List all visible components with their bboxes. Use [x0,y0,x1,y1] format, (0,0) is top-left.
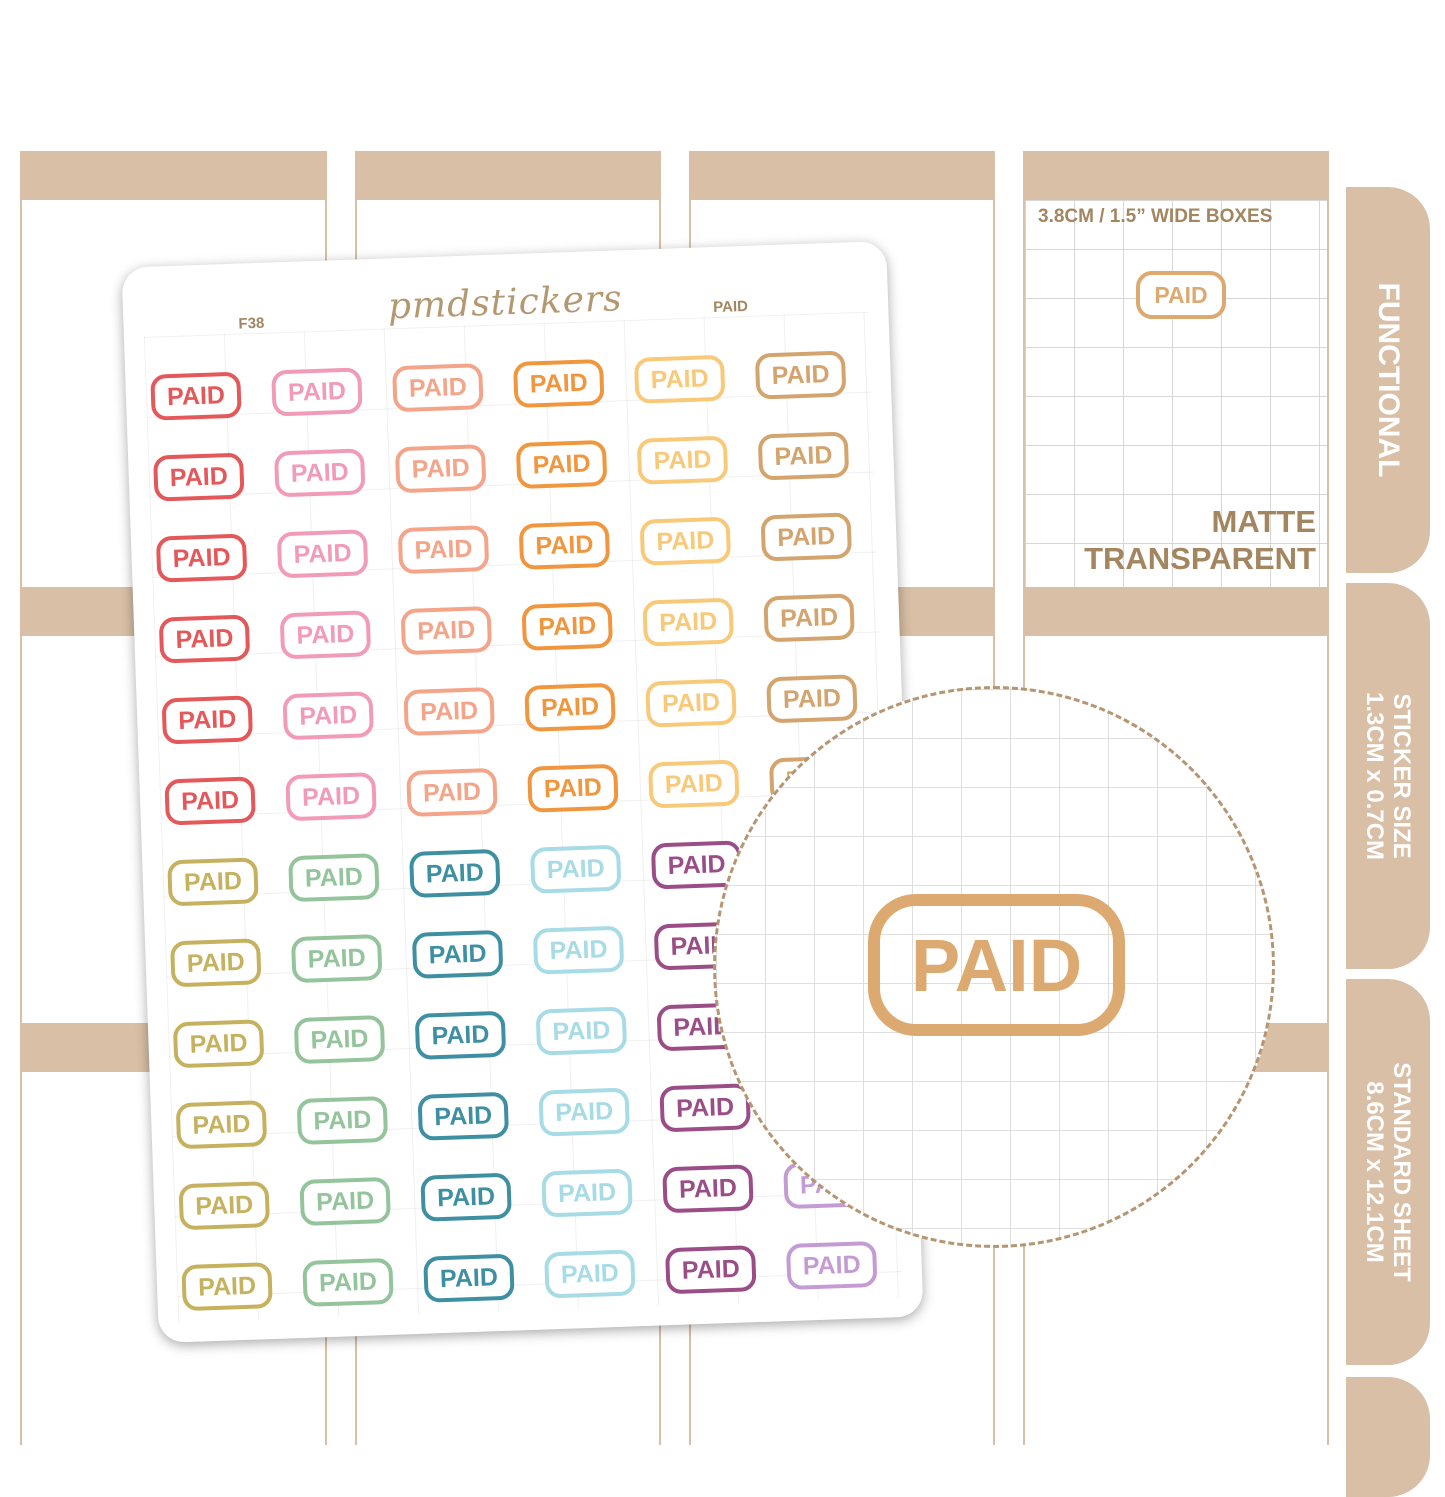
paid-sticker: PAID [538,1087,630,1137]
paid-sticker: PAID [529,844,622,894]
paid-sticker: PAID [766,674,858,724]
sticker-size-title: STICKER SIZE [1388,693,1415,859]
paid-sticker: PAID [153,452,245,502]
tab-standard-sheet-label: STANDARD SHEET 8.6CM x 12.1CM [1361,1062,1415,1282]
sample-grid-box [1025,200,1327,587]
paid-sticker: PAID [639,516,732,566]
paid-sticker: PAID [155,533,248,583]
paid-sticker: PAID [662,1164,754,1214]
paid-sticker: PAID [541,1168,633,1218]
paid-sticker: PAID [423,1253,515,1303]
tab-functional[interactable]: FUNCTIONAL [1346,187,1430,573]
sheet-name: PAID [712,297,749,317]
sticker-size-value: 1.3CM x 0.7CM [1361,691,1388,861]
paid-sticker: PAID [532,925,625,975]
paid-sticker: PAID [535,1006,628,1056]
paid-sticker: PAID [659,1083,751,1133]
planner-header-col-3 [689,151,995,200]
sheet-code: F38 [238,314,265,333]
planner-row-separator [1023,587,1329,636]
paid-sticker: PAID [397,525,490,575]
planner-col-line [20,200,22,1445]
paid-sticker: PAID [645,678,737,728]
paid-sticker: PAID [527,763,619,813]
paid-sticker: PAID [158,614,251,664]
paid-sticker: PAID [420,1172,512,1222]
paid-sticker: PAID [271,367,363,417]
sticker-grid: PAID PAID PAID PAID PAID PAID PAID PAID PAID PAID… [121,241,886,1312]
paid-sticker: PAID [169,938,262,988]
zoom-circle: PAID [713,686,1275,1248]
paid-sticker: PAID [299,1176,391,1226]
sample-paid-sticker: PAID [1136,271,1226,319]
paid-sticker: PAID [279,610,372,660]
standard-sheet-value: 8.6CM x 12.1CM [1361,1081,1388,1263]
paid-sticker: PAID [754,350,847,400]
planner-header-col-1 [20,151,327,200]
paid-sticker: PAID [642,597,734,647]
paid-sticker: PAID [544,1249,636,1299]
paid-sticker: PAID [785,1240,878,1291]
finish-line-1: MATTE [1211,504,1316,539]
paid-sticker: PAID [403,686,495,737]
paid-sticker: PAID [665,1245,757,1295]
paid-sticker: PAID [276,529,369,579]
paid-sticker: PAID [392,363,484,413]
standard-sheet-title: STANDARD SHEET [1388,1062,1415,1282]
paid-sticker: PAID [293,1014,386,1065]
paid-sticker: PAID [175,1100,268,1150]
paid-sticker: PAID [172,1019,265,1069]
paid-sticker: PAID [290,934,383,984]
paid-sticker: PAID [164,776,256,826]
paid-sticker: PAID [161,695,254,745]
planner-header-col-2 [355,151,661,200]
paid-sticker: PAID [302,1257,394,1307]
paid-sticker: PAID [150,371,242,421]
tab-sticker-size[interactable]: STICKER SIZE 1.3CM x 0.7CM [1346,583,1430,969]
paid-sticker: PAID [760,512,853,562]
paid-sticker: PAID [288,853,380,903]
zoomed-paid-sticker: PAID [868,894,1125,1036]
paid-sticker: PAID [633,354,726,404]
paid-sticker: PAID [521,601,614,651]
tab-partial[interactable] [1346,1377,1430,1497]
box-width-label: 3.8CM / 1.5” WIDE BOXES [1038,206,1273,227]
paid-sticker: PAID [515,439,608,489]
paid-sticker: PAID [417,1091,510,1141]
tab-functional-label: FUNCTIONAL [1372,282,1405,478]
paid-sticker: PAID [763,593,855,643]
paid-sticker: PAID [273,448,366,498]
paid-sticker: PAID [636,435,729,485]
finish-label: MATTE TRANSPARENT [1084,503,1316,577]
planner-header-col-4 [1023,151,1329,200]
tab-standard-sheet[interactable]: STANDARD SHEET 8.6CM x 12.1CM [1346,979,1430,1365]
paid-sticker: PAID [181,1262,273,1312]
paid-sticker: PAID [394,444,487,494]
paid-sticker: PAID [414,1010,507,1060]
paid-sticker: PAID [296,1095,389,1146]
paid-sticker: PAID [282,691,374,741]
brand-logo: pmdstickers [387,278,624,328]
paid-sticker: PAID [757,431,850,481]
paid-sticker: PAID [178,1181,271,1231]
paid-sticker: PAID [518,520,611,570]
planner-col-line [1327,200,1329,1445]
paid-sticker: PAID [512,358,605,409]
paid-sticker: PAID [648,759,740,809]
paid-sticker: PAID [285,772,377,822]
tab-sticker-size-label: STICKER SIZE 1.3CM x 0.7CM [1361,692,1415,860]
paid-sticker: PAID [167,857,259,907]
paid-sticker: PAID [400,606,493,656]
paid-sticker: PAID [406,767,498,818]
paid-sticker: PAID [524,682,616,732]
paid-sticker: PAID [409,848,501,898]
paid-sticker: PAID [411,929,504,979]
finish-line-2: TRANSPARENT [1084,541,1316,576]
